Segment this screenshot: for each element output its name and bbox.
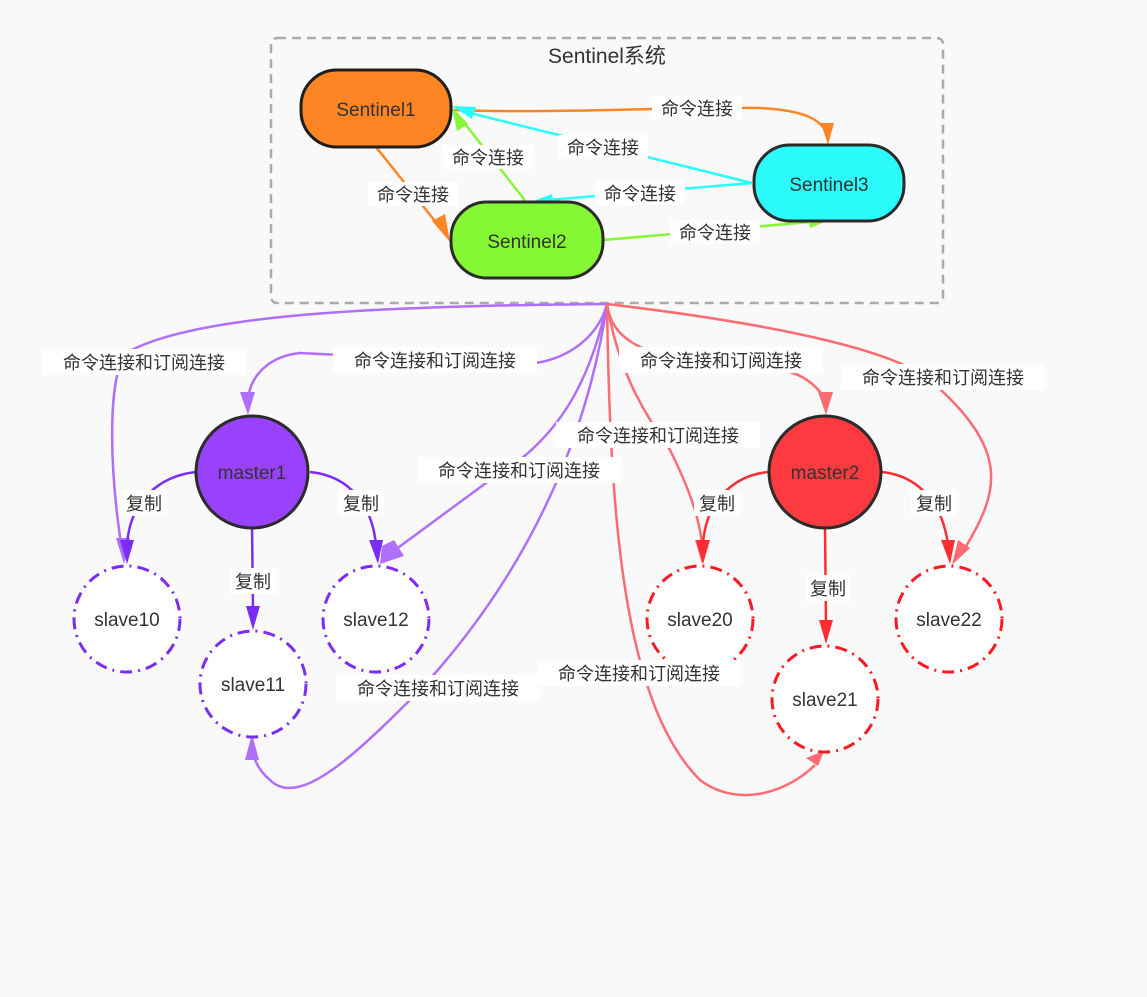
node-master1-label: master1 xyxy=(218,463,287,484)
arrowhead-slave11-sub xyxy=(245,734,259,760)
node-slave12[interactable]: slave12 xyxy=(321,564,431,674)
node-sentinel2[interactable]: Sentinel2 xyxy=(449,200,605,280)
node-sentinel2-label: Sentinel2 xyxy=(487,232,566,253)
label-sub-slave22: 命令连接和订阅连接 xyxy=(862,368,1024,389)
arrowhead-master1 xyxy=(240,392,255,415)
label-repl-slave22: 复制 xyxy=(916,494,952,515)
label-repl-slave11: 复制 xyxy=(235,572,271,593)
label-repl-slave10: 复制 xyxy=(126,494,162,515)
sentinel-system-title: Sentinel系统 xyxy=(548,45,666,68)
label-repl-slave21: 复制 xyxy=(810,579,846,600)
arrowhead-slave12-sub xyxy=(380,540,404,564)
arrowhead-master2 xyxy=(818,392,833,415)
label-sub-slave10: 命令连接和订阅连接 xyxy=(63,353,225,374)
edge-master2-slave21 xyxy=(823,523,828,626)
arrowhead-slave12-repl xyxy=(369,540,383,564)
arrowhead-slave11-repl xyxy=(246,606,260,630)
node-slave10[interactable]: slave10 xyxy=(72,564,182,674)
arrowhead-slave22-sub xyxy=(952,540,970,565)
arrowhead-slave21-repl xyxy=(819,620,833,644)
edge-master1-slave11 xyxy=(250,523,255,611)
node-slave22-label: slave22 xyxy=(916,610,982,631)
label-s1-s2: 命令连接 xyxy=(377,185,449,206)
node-slave20[interactable]: slave20 xyxy=(645,564,755,674)
edge-sentinels-slave10 xyxy=(110,302,608,551)
label-sub-slave21: 命令连接和订阅连接 xyxy=(558,664,720,685)
label-s3-s1: 命令连接 xyxy=(567,138,639,159)
label-sub-master1: 命令连接和订阅连接 xyxy=(354,351,516,372)
edge-labels: 命令连接 命令连接 命令连接 命令连接 命令连接 命令连接 命令连接和订阅连接 … xyxy=(42,96,1045,701)
arrowhead-slave10-repl xyxy=(120,540,134,564)
arrowhead-slave20-repl xyxy=(696,540,710,564)
node-master2-label: master2 xyxy=(791,463,860,484)
node-master2[interactable]: master2 xyxy=(767,414,883,530)
node-sentinel1-label: Sentinel1 xyxy=(336,100,415,121)
node-master1[interactable]: master1 xyxy=(194,414,310,530)
edge-sentinels-slave11 xyxy=(250,303,609,790)
arrowhead-sentinel1-green xyxy=(452,107,468,131)
node-sentinel1[interactable]: Sentinel1 xyxy=(299,68,453,149)
label-sub-master2: 命令连接和订阅连接 xyxy=(640,351,802,372)
node-slave22[interactable]: slave22 xyxy=(894,564,1004,674)
label-repl-slave12: 复制 xyxy=(343,494,379,515)
arrowhead-slave22-repl xyxy=(941,540,955,564)
arrowhead-sentinel3 xyxy=(821,123,834,145)
label-repl-slave20: 复制 xyxy=(699,494,735,515)
node-slave11-label: slave11 xyxy=(221,675,285,696)
node-sentinel3-label: Sentinel3 xyxy=(789,175,868,196)
node-slave21[interactable]: slave21 xyxy=(770,644,880,754)
label-sub-slave12: 命令连接和订阅连接 xyxy=(438,461,600,482)
node-slave11[interactable]: slave11 xyxy=(198,629,308,739)
arrowhead-slave21-sub xyxy=(806,751,824,766)
node-slave12-label: slave12 xyxy=(343,610,409,631)
label-s3-s2: 命令连接 xyxy=(604,184,676,205)
label-sub-slave11: 命令连接和订阅连接 xyxy=(357,679,519,700)
node-slave20-label: slave20 xyxy=(667,610,733,631)
arrowhead-sentinel2-orange xyxy=(432,214,450,242)
node-slave21-label: slave21 xyxy=(792,690,858,711)
label-s1-s3: 命令连接 xyxy=(661,99,733,120)
node-sentinel3[interactable]: Sentinel3 xyxy=(752,143,906,223)
arrowhead-sentinel1-cyan xyxy=(452,106,476,119)
label-s2-s1: 命令连接 xyxy=(452,148,524,169)
label-sub-slave20: 命令连接和订阅连接 xyxy=(577,426,739,447)
label-s2-s3: 命令连接 xyxy=(679,223,751,244)
node-slave10-label: slave10 xyxy=(94,610,160,631)
